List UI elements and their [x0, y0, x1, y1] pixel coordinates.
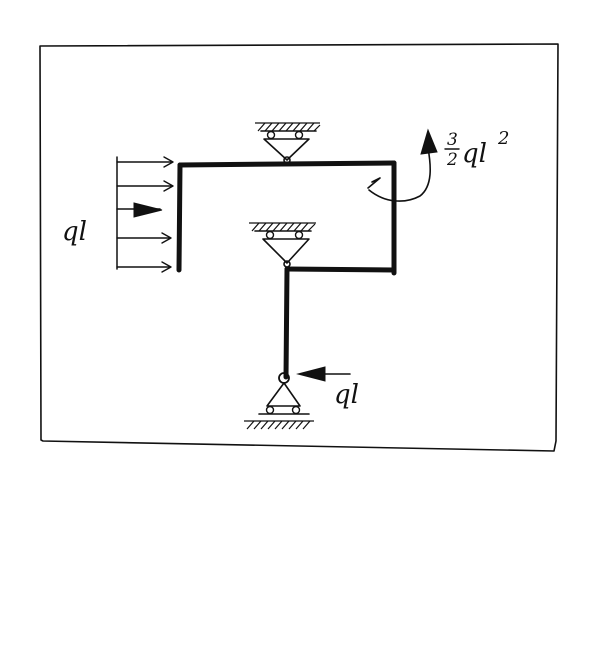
moment-symbol: ql [462, 139, 487, 169]
load-arrow [116, 180, 174, 192]
load-arrow [116, 156, 174, 168]
distributed-load [116, 156, 174, 273]
top-beam [177, 160, 397, 168]
left-column [176, 162, 183, 273]
bottom-support [244, 372, 314, 430]
moment-exponent: 2 [497, 128, 509, 149]
top-support [255, 122, 321, 164]
moment-fraction-numerator: 3 [447, 130, 458, 150]
load-arrow [116, 202, 163, 218]
moment-arrow [367, 128, 438, 202]
mid-beam [284, 266, 397, 273]
moment-fraction-denominator: 2 [446, 150, 458, 170]
load-arrow [116, 232, 172, 244]
point-load-label: ql [334, 380, 359, 410]
middle-support [249, 222, 316, 268]
distributed-load-label: ql [62, 217, 87, 247]
lower-column [283, 266, 290, 380]
frame-border [39, 43, 559, 452]
point-load-arrow [296, 366, 351, 382]
frame-members [176, 160, 397, 380]
moment-label: 3 2 ql 2 [444, 128, 509, 170]
load-arrow [116, 261, 172, 273]
